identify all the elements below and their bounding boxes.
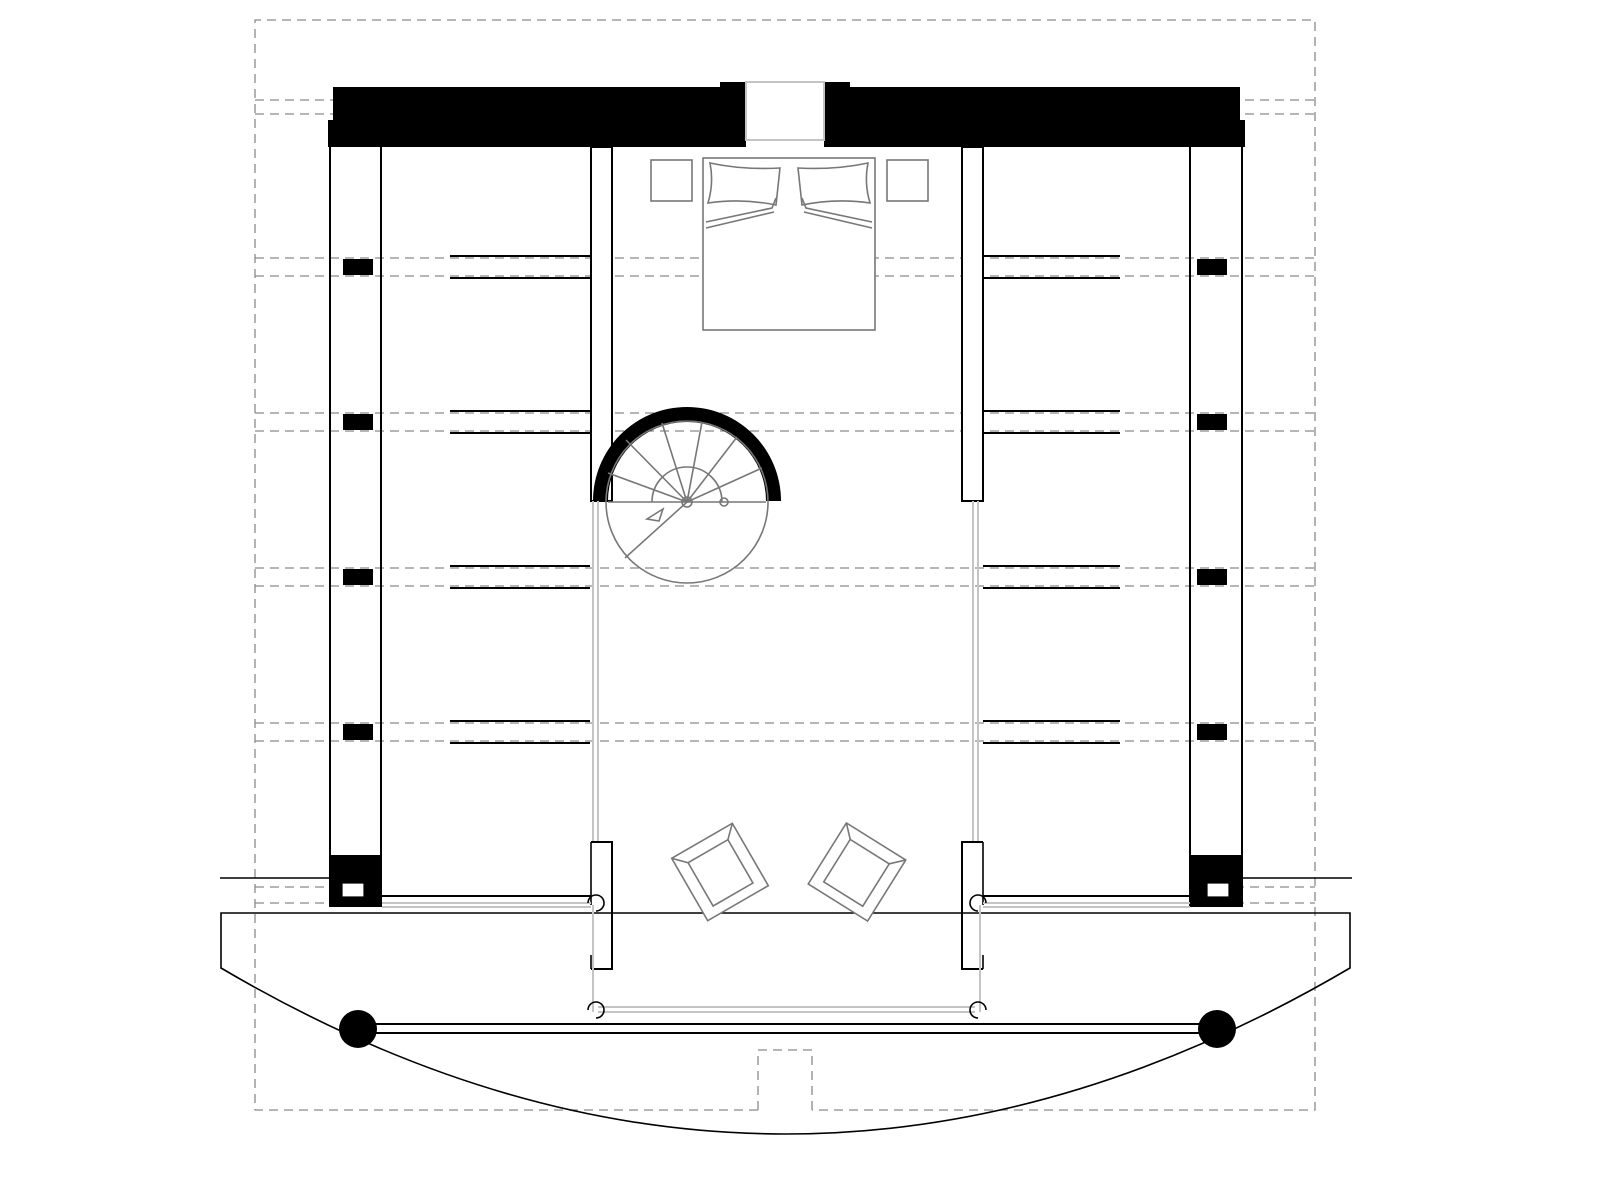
pillow-left bbox=[706, 161, 781, 206]
east-wall bbox=[1189, 147, 1243, 907]
armchair-right bbox=[807, 821, 907, 923]
east-rafters bbox=[983, 255, 1120, 744]
north-wall bbox=[328, 81, 1245, 147]
west-window-2 bbox=[343, 414, 373, 430]
north-window bbox=[745, 81, 825, 141]
nightstand-left bbox=[650, 159, 693, 202]
west-partition bbox=[590, 146, 613, 1012]
bed bbox=[702, 157, 876, 331]
pillow-right bbox=[797, 161, 872, 206]
east-window-1 bbox=[1197, 259, 1227, 275]
west-window-3 bbox=[343, 569, 373, 585]
armchair-left bbox=[670, 822, 770, 922]
terrace-railing bbox=[339, 1010, 1236, 1048]
east-window-2 bbox=[1197, 414, 1227, 430]
west-window-4 bbox=[343, 724, 373, 740]
west-window-1 bbox=[343, 259, 373, 275]
nightstand-right bbox=[886, 159, 929, 202]
spiral-staircase bbox=[593, 407, 781, 584]
west-rafters bbox=[450, 255, 590, 744]
east-window-3 bbox=[1197, 569, 1227, 585]
lower-walls bbox=[382, 895, 1190, 1013]
west-wall bbox=[329, 147, 382, 907]
door-markers bbox=[587, 894, 987, 1019]
roof-outline bbox=[254, 19, 1316, 1111]
east-partition bbox=[961, 146, 984, 1012]
east-window-4 bbox=[1197, 724, 1227, 740]
column-west bbox=[339, 1010, 377, 1048]
column-east bbox=[1198, 1010, 1236, 1048]
